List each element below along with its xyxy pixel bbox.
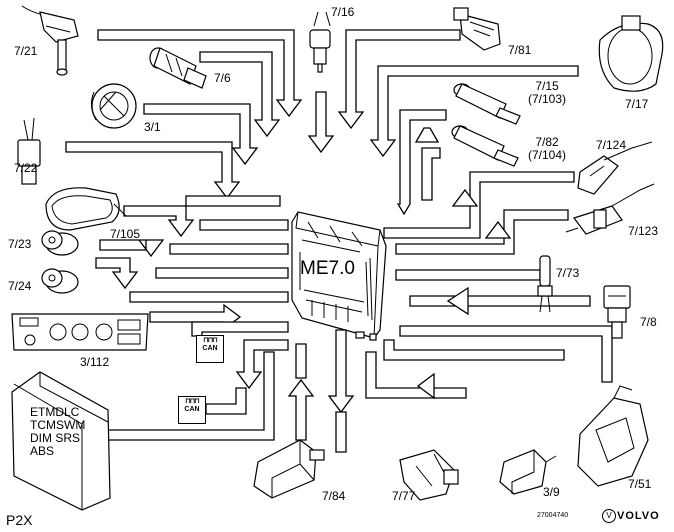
- label-7-15-sub: (7/103): [527, 92, 567, 106]
- control-module-dim-srs: DIM SRS: [30, 431, 81, 445]
- can-bus-badge-upper: ⊓⊓⊓ CAN: [196, 335, 224, 363]
- component-7-21-icon: [21, 5, 79, 76]
- can-wave-icon: ⊓⊓⊓: [185, 398, 199, 405]
- label-3-9: 3/9: [543, 485, 560, 499]
- label-7-84: 7/84: [322, 489, 346, 503]
- label-7-77: 7/77: [392, 489, 416, 503]
- control-module-list: ETMDLC TCMSWM DIM SRS ABS: [30, 406, 85, 458]
- component-7-77-icon: [399, 449, 459, 501]
- signal-arrows: [65, 29, 613, 453]
- can-bus-badge-lower: ⊓⊓⊓ CAN: [178, 396, 206, 424]
- label-7-15-id: 7/15: [535, 79, 559, 93]
- label-7-105: 7/105: [110, 227, 141, 241]
- component-7-17-icon: [598, 15, 664, 92]
- component-7-51-icon: [577, 385, 649, 487]
- label-7-23: 7/23: [8, 237, 32, 251]
- brand-name: VOLVO: [617, 509, 660, 522]
- component-7-15-icon: [453, 83, 521, 125]
- label-7-82: 7/82 (7/104): [522, 136, 572, 162]
- label-7-81: 7/81: [508, 43, 532, 57]
- component-3-1-icon: [90, 83, 137, 129]
- label-7-16: 7/16: [331, 5, 355, 19]
- component-3-112-icon: [11, 313, 149, 351]
- control-module-bundle-icon: [11, 371, 111, 511]
- label-7-73: 7/73: [556, 266, 580, 280]
- component-7-22-icon: [17, 117, 41, 185]
- control-module-abs: ABS: [30, 444, 55, 458]
- component-7-124-icon: [577, 141, 653, 195]
- can-label: CAN: [184, 406, 200, 413]
- component-7-8-icon: [603, 285, 631, 339]
- component-7-84-icon: [253, 439, 325, 499]
- component-7-6-icon: [149, 47, 207, 89]
- can-wave-icon: ⊓⊓⊓: [203, 337, 217, 344]
- label-7-124: 7/124: [596, 138, 627, 152]
- label-7-82-id: 7/82: [535, 135, 559, 149]
- platform-label: P2X: [6, 512, 33, 528]
- label-7-21: 7/21: [14, 44, 38, 58]
- component-7-105-icon: [45, 187, 127, 231]
- component-7-16-icon: [309, 11, 331, 73]
- label-7-82-sub: (7/104): [527, 148, 567, 162]
- component-7-82-icon: [451, 125, 519, 167]
- component-3-9-icon: [499, 449, 557, 495]
- ecu-module: [291, 211, 387, 341]
- label-7-51: 7/51: [628, 477, 652, 491]
- label-7-123: 7/123: [628, 224, 659, 238]
- label-7-24: 7/24: [8, 279, 32, 293]
- label-3-112: 3/112: [80, 355, 110, 369]
- can-label: CAN: [202, 345, 218, 352]
- figure-code: 27004740: [537, 512, 569, 519]
- label-7-15: 7/15 (7/103): [522, 80, 572, 106]
- label-7-22: 7/22: [14, 161, 38, 175]
- control-module-etmdlc: ETMDLC: [30, 405, 80, 419]
- brand-mark-icon: V: [602, 509, 616, 523]
- ecu-label: ME7.0: [300, 258, 355, 279]
- component-7-73-icon: [537, 255, 553, 313]
- label-7-17: 7/17: [625, 97, 649, 111]
- label-7-8: 7/8: [640, 315, 657, 329]
- component-7-123-icon: [565, 183, 655, 235]
- label-3-1: 3/1: [144, 120, 161, 134]
- component-7-23-icon: [41, 230, 79, 256]
- component-7-24-icon: [41, 268, 79, 294]
- control-module-tcmswm: TCMSWM: [30, 418, 86, 432]
- label-7-6: 7/6: [214, 71, 231, 85]
- component-7-81-icon: [453, 7, 501, 51]
